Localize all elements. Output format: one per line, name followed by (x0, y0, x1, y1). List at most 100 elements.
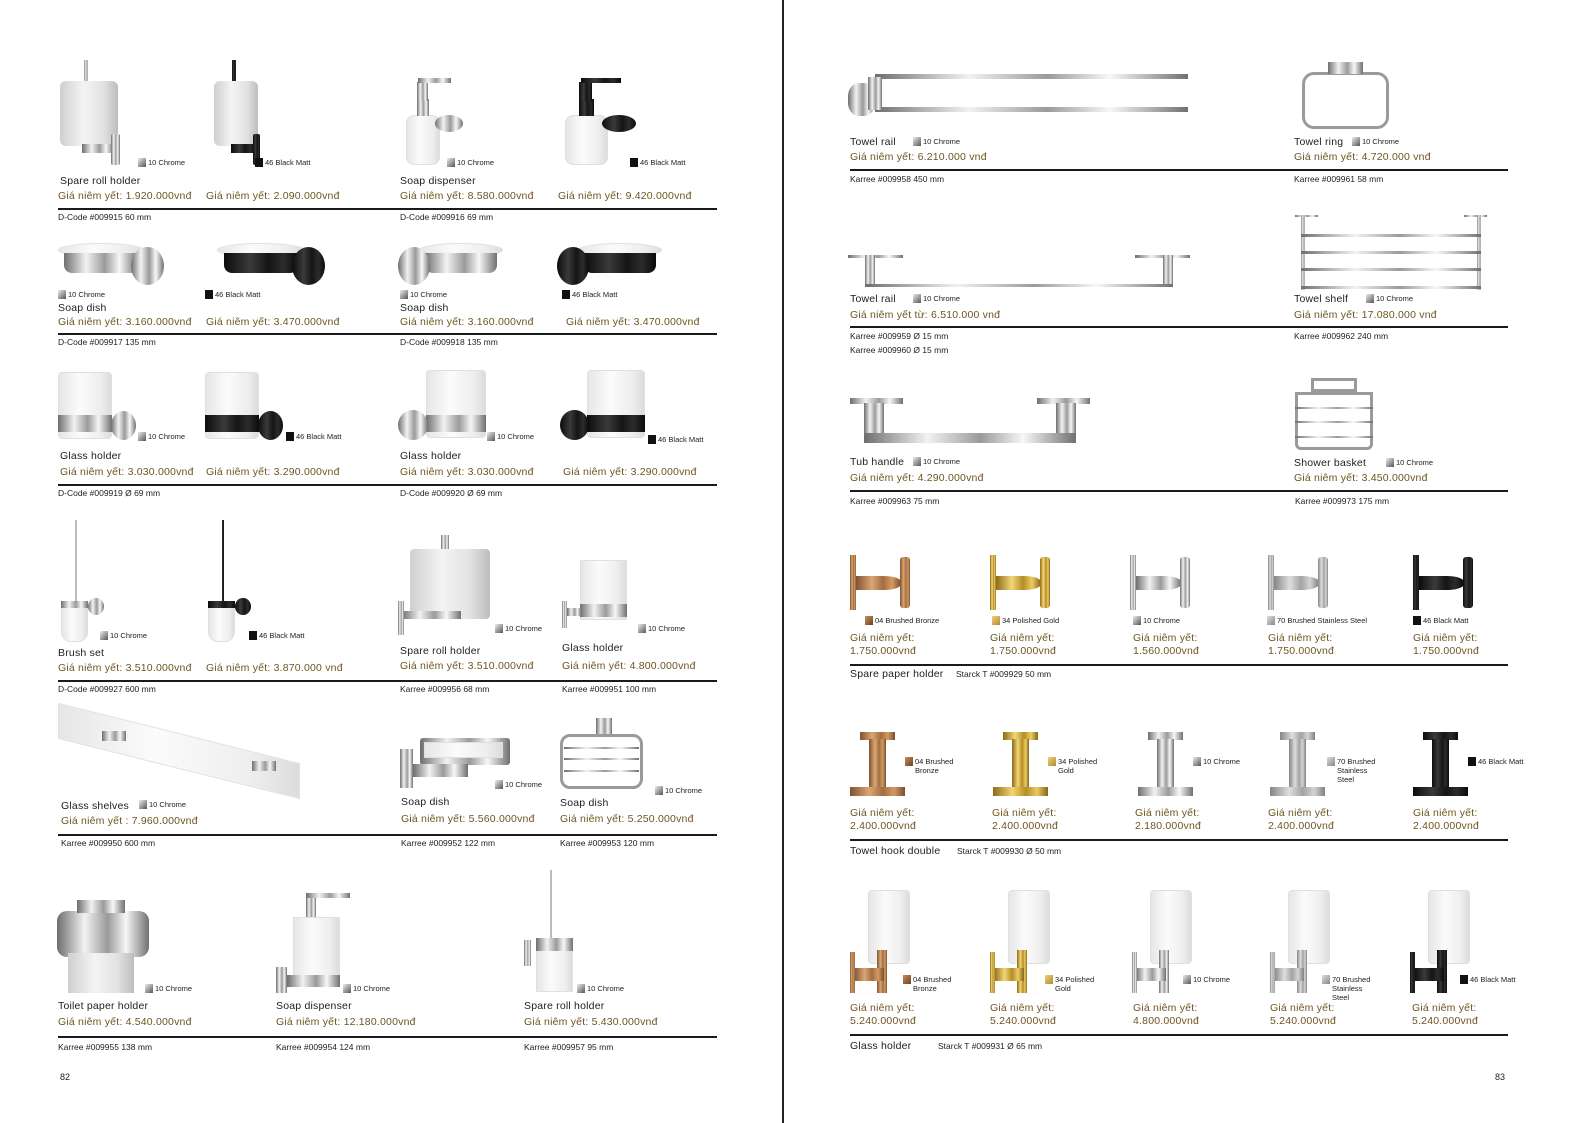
product-title: Glass holder (400, 450, 462, 462)
finish-swatch-icon (1386, 458, 1394, 467)
product-code: Karree #009951 100 mm (562, 684, 657, 694)
finish-swatch-icon (1468, 757, 1476, 766)
product-image-brush-set[interactable] (205, 520, 260, 642)
product-title: Toilet paper holder (58, 1000, 149, 1012)
product-image-starck-glass-holder[interactable] (1132, 890, 1192, 993)
product-image-towel-rail-double[interactable] (848, 68, 1188, 128)
series-code: Starck T #009930 Ø 50 mm (957, 846, 1062, 856)
finish-name: 10 Chrome (1143, 616, 1181, 625)
product-image-part (1463, 215, 1487, 218)
product-image-hook-spare-paper[interactable] (850, 555, 925, 610)
product-image-hook-spare-paper[interactable] (1130, 555, 1205, 610)
product-image-spare-roll-holder[interactable] (212, 60, 274, 165)
product-image-brush-set[interactable] (58, 520, 113, 642)
product-image-part (1428, 890, 1470, 965)
product-image-karree-spare-roll-holder[interactable] (398, 535, 494, 635)
product-image-part (58, 415, 113, 433)
product-price: Giá niêm yết: 3.510.000vnđ (58, 662, 192, 674)
product-price: Giá niêm yết: 12.180.000vnđ (276, 1016, 416, 1028)
product-price: 2.400.000vnđ (1268, 820, 1335, 832)
finish-label: 10 Chrome (655, 786, 702, 795)
product-image-part (101, 731, 126, 741)
product-image-glass-holder-left[interactable] (398, 370, 486, 442)
finish-name: 46 Black Matt (296, 432, 342, 441)
product-image-karree-glass-holder[interactable] (562, 560, 630, 635)
product-image-part (990, 555, 996, 610)
product-image-karree-soap-dish[interactable] (400, 735, 510, 790)
product-image-glass-holder[interactable] (205, 372, 285, 442)
product-image-starck-glass-holder[interactable] (1410, 890, 1470, 993)
product-image-part (88, 598, 104, 616)
product-image-soap-dish[interactable] (58, 243, 166, 288)
product-image-hook-spare-paper[interactable] (990, 555, 1065, 610)
product-image-tub-handle[interactable] (850, 398, 1090, 450)
price-label: Giá niêm yết: (1133, 1002, 1198, 1014)
product-title: Tub handle (850, 456, 905, 468)
product-image-towel-hook-double[interactable] (1270, 732, 1325, 802)
product-code: Karree #009961 58 mm (1294, 174, 1384, 184)
product-image-part (110, 410, 137, 440)
finish-label: 46 Black Matt (1460, 975, 1518, 984)
product-image-part (560, 733, 643, 789)
product-image-hook-spare-paper[interactable] (1413, 555, 1488, 610)
finish-swatch-icon (1193, 757, 1201, 766)
product-image-spare-roll-holder[interactable] (58, 60, 138, 165)
finish-swatch-icon (1366, 294, 1374, 303)
product-image-hook-spare-paper[interactable] (1268, 555, 1343, 610)
product-image-part (1135, 968, 1166, 981)
product-image-part (57, 911, 149, 957)
product-image-part (60, 602, 89, 642)
product-image-soap-dish-left[interactable] (557, 243, 662, 288)
product-image-part (1156, 739, 1175, 788)
product-image-part (1279, 732, 1316, 741)
product-image-karree-brush[interactable] (524, 870, 579, 992)
finish-name: 04 Brushed Bronze (875, 616, 940, 625)
finish-name: 10 Chrome (1362, 137, 1400, 146)
product-image-part (417, 98, 430, 116)
product-image-starck-glass-holder[interactable] (850, 890, 910, 993)
product-image-glass-shelf[interactable] (58, 702, 300, 805)
product-image-towel-hook-double[interactable] (850, 732, 905, 802)
product-image-soap-dish[interactable] (217, 243, 327, 288)
product-price: 2.400.000vnđ (992, 820, 1059, 832)
product-image-part (1179, 557, 1190, 608)
finish-swatch-icon (249, 631, 257, 640)
finish-name: 10 Chrome (353, 984, 391, 993)
finish-swatch-icon (562, 290, 570, 299)
product-title: Spare roll holder (524, 1000, 605, 1012)
finish-label: 04 Brushed Bronze (865, 616, 939, 625)
finish-name: 34 Polished Gold (1002, 616, 1060, 625)
product-image-toilet-paper-holder[interactable] (57, 898, 149, 993)
product-image-towel-rail[interactable] (848, 255, 1190, 290)
product-image-karree-soap-dispenser[interactable] (276, 893, 352, 993)
finish-label: 10 Chrome (638, 624, 685, 633)
product-image-starck-glass-holder[interactable] (990, 890, 1050, 993)
finish-name: 10 Chrome (1376, 294, 1414, 303)
product-image-part (536, 938, 574, 951)
product-image-towel-ring[interactable] (1298, 62, 1393, 130)
product-image-towel-hook-double[interactable] (1413, 732, 1468, 802)
product-image-shower-basket[interactable] (1295, 378, 1373, 450)
product-image-wire-soap-dish[interactable] (560, 718, 650, 790)
product-image-towel-hook-double[interactable] (993, 732, 1048, 802)
product-image-part (993, 968, 1024, 981)
product-image-towel-shelf[interactable] (1295, 215, 1487, 290)
product-image-part (409, 549, 491, 619)
finish-swatch-icon (495, 624, 503, 633)
product-image-part (68, 953, 135, 993)
product-image-starck-glass-holder[interactable] (1270, 890, 1330, 993)
finish-swatch-icon (630, 158, 638, 167)
product-image-soap-dispenser[interactable] (555, 72, 640, 167)
product-image-glass-holder-left[interactable] (560, 370, 645, 442)
finish-swatch-icon (139, 800, 147, 809)
product-image-part (84, 60, 89, 92)
product-image-towel-hook-double[interactable] (1138, 732, 1193, 802)
product-image-soap-dispenser[interactable] (398, 72, 466, 167)
series-title: Glass holder (850, 1040, 912, 1052)
product-image-part (398, 409, 428, 440)
product-title: Towel shelf (1294, 293, 1349, 305)
product-image-part (1295, 435, 1373, 438)
section-rule (58, 208, 717, 210)
product-image-soap-dish-left[interactable] (398, 243, 503, 288)
product-image-glass-holder[interactable] (58, 372, 138, 442)
